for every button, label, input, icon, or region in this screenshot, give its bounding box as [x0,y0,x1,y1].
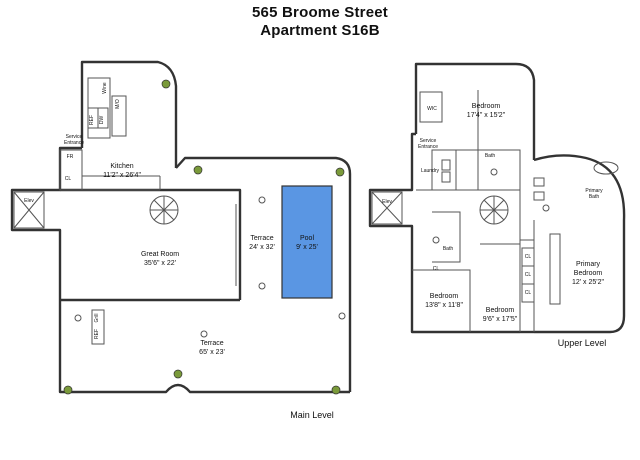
primary-bath-line2: Bath [589,194,600,200]
kitchen-name: Kitchen [110,163,133,170]
elev-label-main: Elev [24,198,34,204]
upper-level-plan [368,62,626,334]
cl-a-label: CL [525,254,532,260]
pool-dims: 9' x 25' [296,244,318,251]
great-room-name: Great Room [141,251,179,258]
fr-label: FR [67,154,74,160]
wine-label: Wine [102,82,108,94]
terrace-large-name: Terrace [200,340,223,347]
address-title: 565 Broome Street [252,4,388,21]
terrace-small-dims: 24' x 32' [249,244,275,251]
unit-title: Apartment S16B [260,22,380,39]
great-room-dims: 35'6" x 22' [144,260,176,267]
bedroom-left-name: Bedroom [430,293,459,300]
service-entrance-line1: Service [66,134,83,140]
pool-basin [281,185,333,299]
bedroom-mid-dims: 9'6" x 17'5" [483,316,518,323]
bath-mid-label: Bath [443,246,454,252]
bedroom-top-name: Bedroom [472,103,501,110]
pool-name: Pool [300,235,314,242]
laundry-label: Laundry [421,168,440,174]
plant-icon [173,369,183,379]
primary-bath-line1: Primary [585,188,603,194]
service-entrance-line2: Entrance [64,140,84,146]
upper-level-label: Upper Level [558,338,607,348]
kitchen-dims: 11'2" x 26'4" [103,172,141,179]
plant-icon [193,165,203,175]
main-level-plan [10,60,352,395]
terrace-small-name: Terrace [250,235,273,242]
plant-icon [63,385,73,395]
cl-left-label: CL [433,266,440,272]
wic-label: WIC [427,106,437,112]
bedroom-top-dims: 17'4" x 15'2" [467,112,506,119]
mo-label: M/O [115,99,121,109]
dw-label: DW [99,116,105,125]
upper-service-entrance-line1: Service [420,138,437,144]
plant-icon [335,167,345,177]
plant-icon [161,79,171,89]
elev-label-upper: Elev [382,199,392,205]
upper-service-entrance-line2: Entrance [418,144,438,150]
primary-bedroom-line1: Primary [576,261,601,268]
bedroom-left-dims: 13'8" x 11'8" [425,302,463,309]
main-level-label: Main Level [290,410,334,420]
primary-bedroom-dims: 12' x 25'2" [572,279,605,286]
primary-bedroom-line2: Bedroom [574,270,603,277]
cl-b-label: CL [525,272,532,278]
terrace-large-dims: 65' x 23' [199,349,225,356]
cl-c-label: CL [525,290,532,296]
ref2-label: REF [94,329,100,339]
bedroom-mid-name: Bedroom [486,307,515,314]
grill-label: Grill [94,314,100,323]
bath-top-label: Bath [485,153,496,159]
ref-label: REF [89,115,95,125]
cl-label: CL [65,176,72,182]
plant-icon [331,385,341,395]
